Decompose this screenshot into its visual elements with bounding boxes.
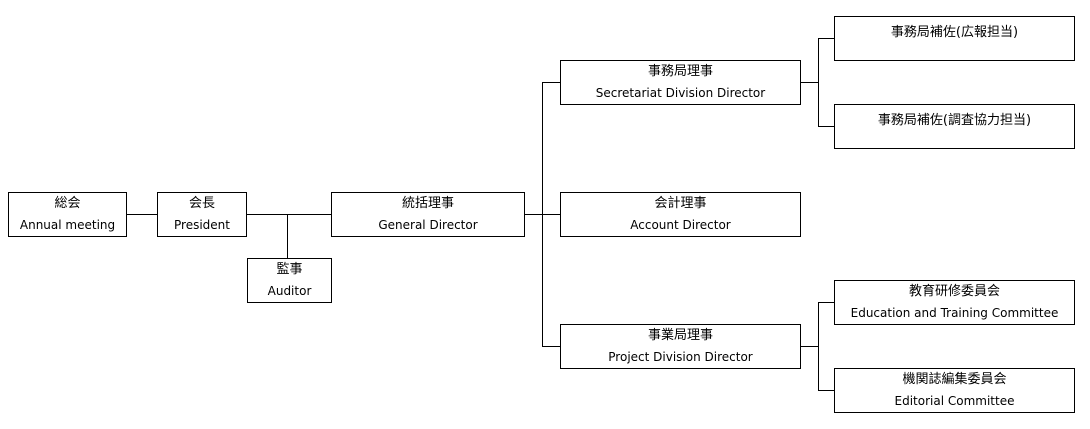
secretariat-director-jp: 事務局理事 [647, 64, 713, 80]
auditor-jp: 監事 [276, 262, 303, 278]
education-committee-jp: 教育研修委員会 [908, 284, 1000, 300]
president-box: 会長 President [157, 192, 247, 237]
annual-meeting-jp: 総会 [54, 196, 81, 212]
account-director-en: Account Director [630, 217, 731, 232]
annual-meeting-box: 総会 Annual meeting [8, 192, 127, 237]
general-director-jp: 統括理事 [401, 196, 454, 212]
secretariat-director-box: 事務局理事 Secretariat Division Director [560, 60, 801, 105]
assistant-research-box: 事務局補佐(調査協力担当) [834, 104, 1075, 149]
general-director-en: General Director [378, 217, 478, 232]
education-committee-box: 教育研修委員会 Education and Training Committee [834, 280, 1075, 325]
secretariat-director-en: Secretariat Division Director [595, 85, 766, 100]
editorial-committee-box: 機関誌編集委員会 Editorial Committee [834, 368, 1075, 413]
account-director-jp: 会計理事 [654, 196, 707, 212]
education-committee-en: Education and Training Committee [850, 305, 1059, 320]
auditor-en: Auditor [267, 283, 312, 298]
editorial-committee-jp: 機関誌編集委員会 [902, 372, 1007, 388]
assistant-research-jp: 事務局補佐(調査協力担当) [877, 113, 1032, 129]
project-director-box: 事業局理事 Project Division Director [560, 324, 801, 369]
president-en: President [174, 217, 230, 232]
account-director-box: 会計理事 Account Director [560, 192, 801, 237]
annual-meeting-en: Annual meeting [19, 217, 116, 232]
auditor-box: 監事 Auditor [247, 258, 332, 303]
project-director-jp: 事業局理事 [647, 328, 713, 344]
general-director-box: 統括理事 General Director [331, 192, 525, 237]
president-jp: 会長 [188, 196, 215, 212]
assistant-pr-jp: 事務局補佐(広報担当) [890, 25, 1019, 41]
editorial-committee-en: Editorial Committee [894, 393, 1015, 408]
project-director-en: Project Division Director [608, 349, 753, 364]
assistant-pr-box: 事務局補佐(広報担当) [834, 16, 1075, 61]
